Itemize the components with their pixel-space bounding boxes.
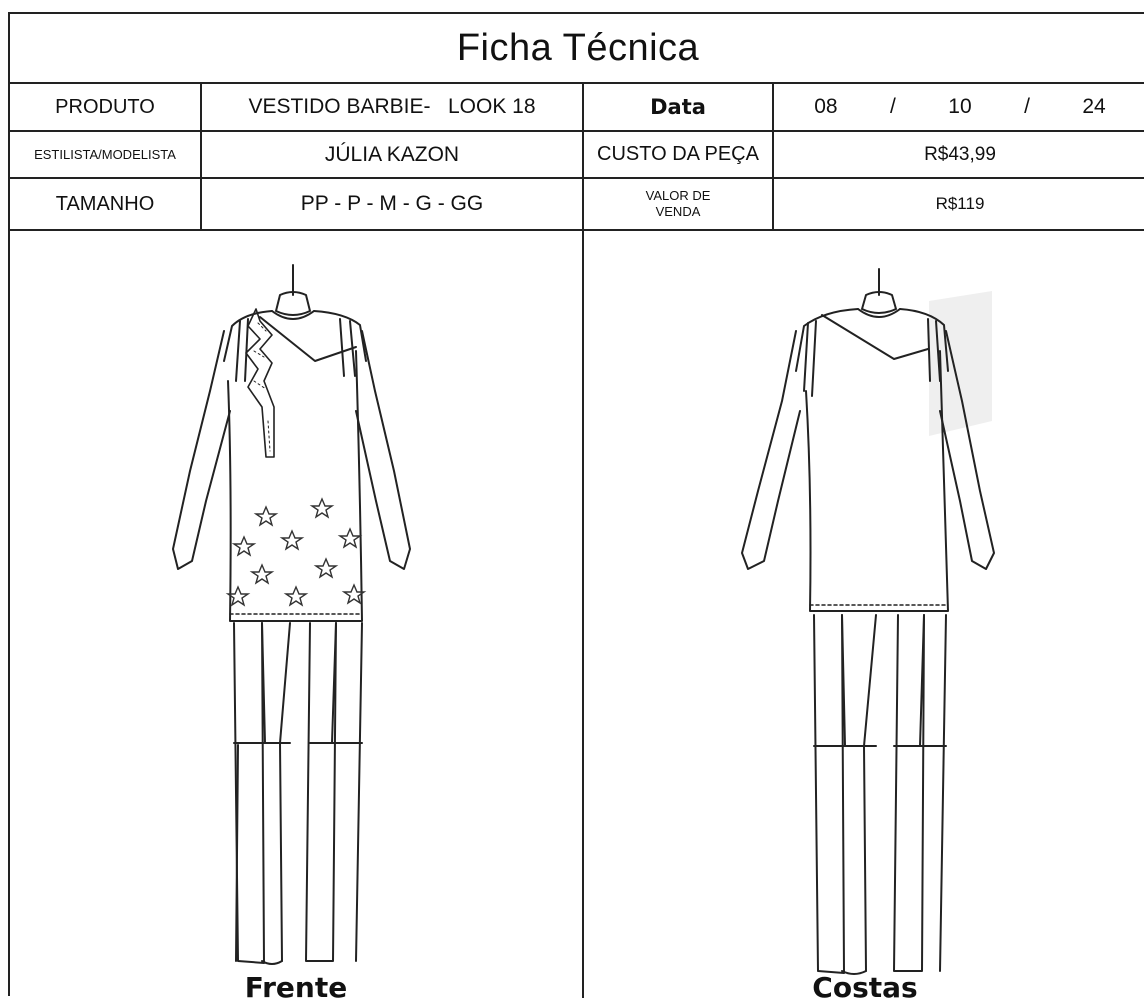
product-row: PRODUTO VESTIDO BARBIE- LOOK 18 Data 08 … (10, 84, 1144, 132)
size-row: TAMANHO PP - P - M - G - GG VALOR DE VEN… (10, 179, 1144, 231)
date-day: 08 (814, 95, 838, 118)
designer-row: ESTILISTA/MODELISTA JÚLIA KAZON CUSTO DA… (10, 132, 1144, 179)
back-panel: Costas (584, 231, 1144, 1004)
size-value: PP - P - M - G - GG (202, 179, 584, 229)
date-label: Data (584, 84, 774, 130)
designer-value: JÚLIA KAZON (202, 132, 584, 177)
cost-label: CUSTO DA PEÇA (584, 132, 774, 177)
date-separator: / (1024, 95, 1030, 118)
date-month: 10 (948, 95, 972, 118)
cost-value: R$43,99 (924, 143, 996, 165)
sale-price-label-line2: VENDA (655, 204, 701, 219)
front-panel: Frente (10, 231, 584, 1004)
sale-price-label: VALOR DE VENDA (584, 179, 774, 229)
date-year: 24 (1082, 95, 1106, 118)
front-sketch (172, 264, 411, 965)
designer-label: ESTILISTA/MODELISTA (10, 132, 202, 177)
sale-price-value: R$119 (935, 194, 985, 213)
date-value: 08 / 10 / 24 (774, 84, 1144, 130)
star-embellishments (225, 497, 367, 607)
product-label: PRODUTO (10, 84, 202, 130)
back-sketch (741, 268, 995, 975)
sale-price-label-line1: VALOR DE (645, 187, 711, 203)
sketch-panels: Frente (10, 231, 1144, 1004)
tech-sheet: Ficha Técnica PRODUTO VESTIDO BARBIE- LO… (8, 12, 1144, 1004)
product-value: VESTIDO BARBIE- LOOK 18 (202, 84, 584, 130)
back-caption: Costas (812, 971, 918, 1004)
date-separator: / (890, 95, 896, 118)
sheet-title: Ficha Técnica (10, 14, 1144, 84)
front-caption: Frente (244, 971, 348, 1004)
size-label: TAMANHO (10, 179, 202, 229)
